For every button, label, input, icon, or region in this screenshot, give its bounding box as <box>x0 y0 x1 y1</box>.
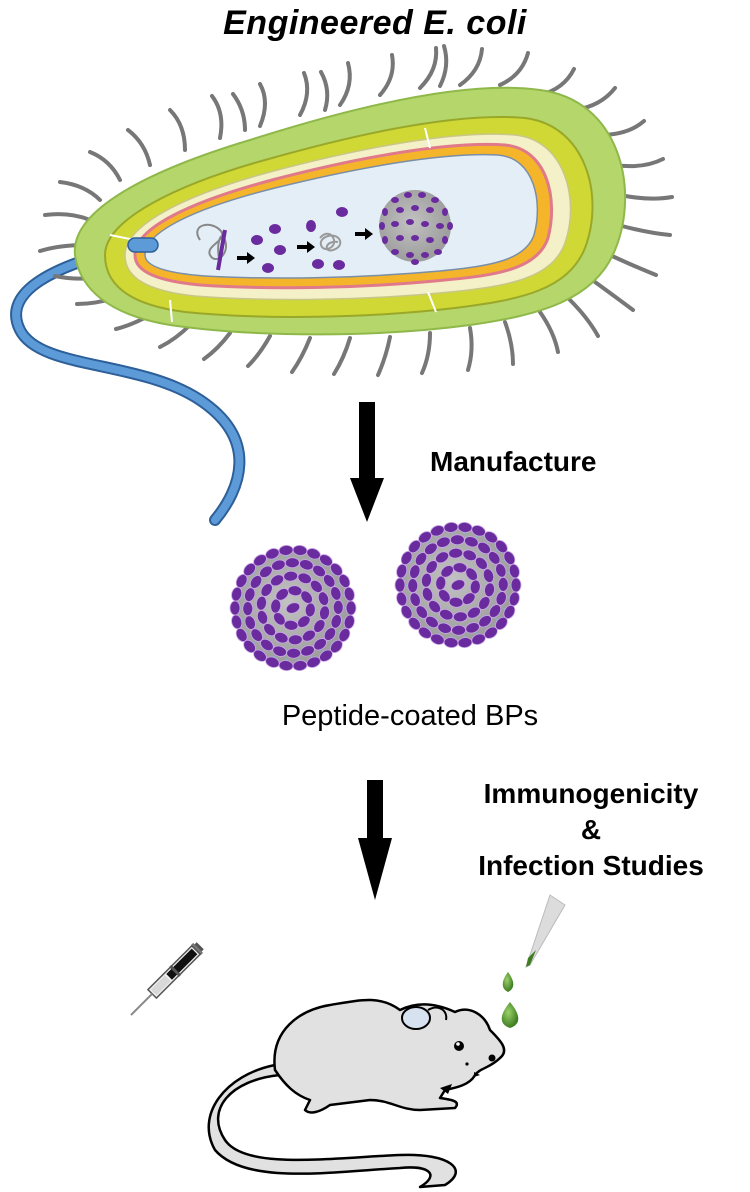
bacterium-illustration <box>10 44 674 526</box>
peptide-mark <box>343 586 355 602</box>
peptide-mark <box>332 599 344 615</box>
pipette-icon <box>525 894 566 968</box>
step-label-line: Immunogenicity <box>483 778 699 809</box>
peptide-mark <box>452 611 468 623</box>
peptide-mark <box>313 619 326 633</box>
droplet-icon <box>501 972 519 1028</box>
flagellar-motor <box>127 237 159 253</box>
mouse-eye <box>454 1041 464 1051</box>
peptide-mark <box>270 574 285 587</box>
peptide-coated-particle-right <box>394 521 522 649</box>
peptide-mark <box>317 591 330 606</box>
peptide-mark <box>475 556 488 570</box>
peptide-mark <box>450 579 466 591</box>
peptide-mark <box>421 587 434 602</box>
peptide-mark <box>482 568 495 583</box>
internal-particle <box>379 190 453 265</box>
step-label-line: Infection Studies <box>478 850 704 881</box>
peptide-mark <box>451 624 467 636</box>
peptide-mark <box>484 582 495 598</box>
peptide-mark <box>287 634 303 646</box>
peptide-mark <box>301 629 316 642</box>
mouse-body <box>273 998 506 1114</box>
mouse-illustration <box>207 998 506 1189</box>
peptide-mark <box>407 578 419 594</box>
step-label-line: & <box>580 814 602 845</box>
peptide-mark <box>263 623 276 637</box>
peptide-mark <box>497 576 509 592</box>
peptide-mark <box>439 608 454 621</box>
peptide-mark <box>466 606 481 619</box>
process-arrows <box>237 228 373 264</box>
step-label-studies: Immunogenicity & Infection Studies <box>432 776 750 884</box>
peptide-mark <box>297 572 312 585</box>
peptide-mark <box>428 600 441 614</box>
peptides <box>251 207 348 273</box>
peptide-mark <box>304 602 316 618</box>
peptide-mark <box>229 600 241 616</box>
peptide-mark <box>462 549 477 562</box>
peptide-mark <box>508 563 520 579</box>
peptide-mark <box>256 610 269 625</box>
peptide-mark <box>345 600 357 616</box>
peptide-mark <box>260 583 273 597</box>
peptide-mark <box>286 647 302 659</box>
peptide-mark <box>394 577 406 593</box>
peptide-mark <box>510 577 522 593</box>
peptide-mark <box>310 579 323 593</box>
peptide-mark <box>478 596 491 610</box>
arrow-studies <box>358 780 392 900</box>
figure-title: Engineered E. coli <box>223 4 527 42</box>
mouse-ear <box>401 1006 431 1030</box>
peptide-mark <box>448 547 464 559</box>
syringe-icon <box>130 942 204 1016</box>
arrow-manufacture <box>350 402 384 522</box>
peptide-mark <box>274 631 289 644</box>
peptide-mark <box>284 557 300 569</box>
peptide-mark <box>242 601 254 617</box>
peptide-mark <box>469 579 481 595</box>
mouse-tail <box>207 1063 457 1189</box>
product-label: Peptide-coated BPs <box>281 700 539 732</box>
peptide-coated-particle-left <box>229 544 357 672</box>
plasmid-dna <box>196 223 227 266</box>
step-label-manufacture: Manufacture <box>430 446 597 477</box>
peptide-mark <box>435 551 450 564</box>
peptide-mark <box>319 605 330 621</box>
peptide-mark <box>256 595 267 611</box>
peptide-mark <box>285 602 301 614</box>
peptide-mark <box>425 560 438 574</box>
pili <box>38 44 674 377</box>
peptide-mark <box>421 572 432 588</box>
peptide-mark <box>283 570 299 582</box>
peptide-mark <box>449 534 465 546</box>
